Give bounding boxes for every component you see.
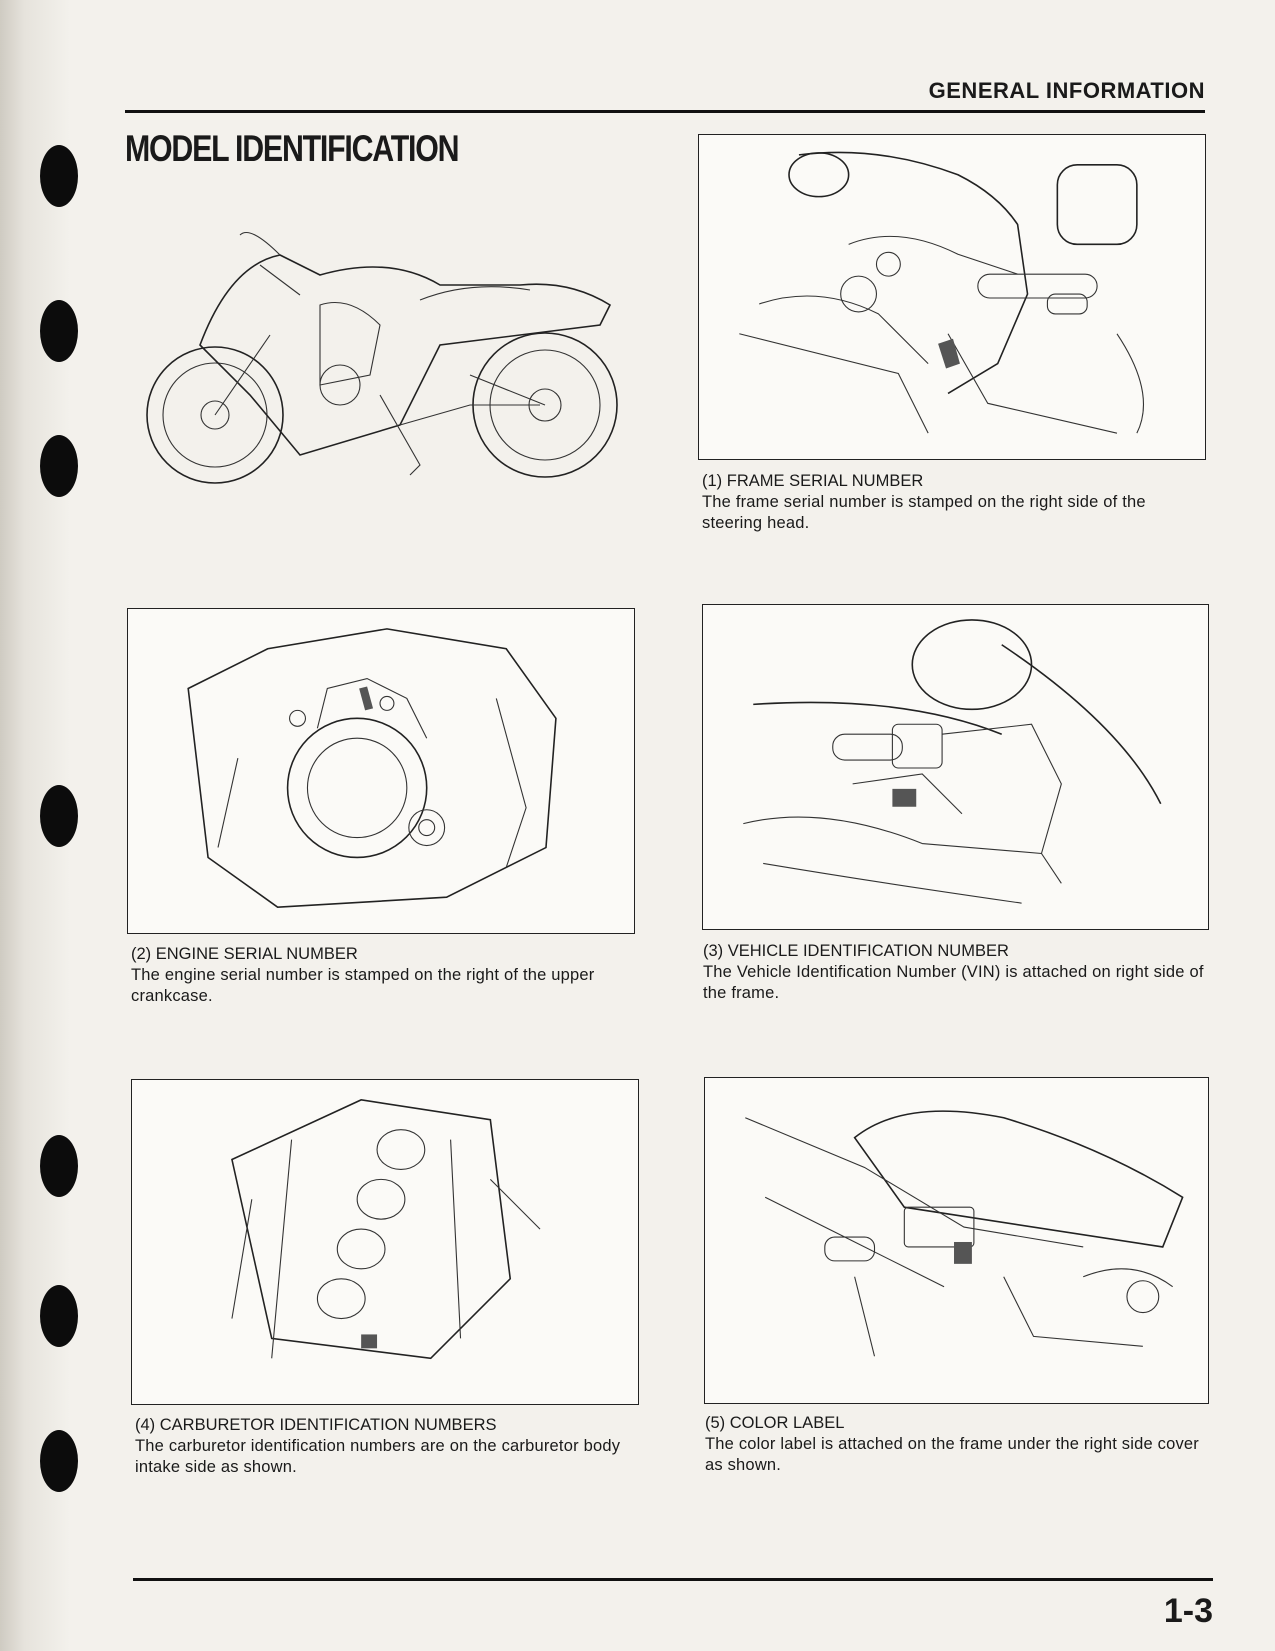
carburetor-caption: (4) CARBURETOR IDENTIFICATION NUMBERS Th… bbox=[135, 1415, 645, 1478]
binder-hole bbox=[40, 435, 78, 497]
figure-label: (5) COLOR LABEL bbox=[705, 1414, 845, 1432]
motorcycle-illustration bbox=[140, 225, 650, 515]
page-heading: MODEL IDENTIFICATION bbox=[125, 128, 460, 169]
engine-serial-caption: (2) ENGINE SERIAL NUMBER The engine seri… bbox=[131, 944, 641, 1007]
frame-serial-figure bbox=[698, 134, 1206, 460]
binder-hole bbox=[40, 1135, 78, 1197]
binder-hole bbox=[40, 1285, 78, 1347]
figure-description: The engine serial number is stamped on t… bbox=[131, 966, 595, 1005]
figure-description: The frame serial number is stamped on th… bbox=[702, 493, 1146, 532]
binder-hole bbox=[40, 785, 78, 847]
figure-description: The carburetor identification numbers ar… bbox=[135, 1437, 621, 1476]
figure-label: (4) CARBURETOR IDENTIFICATION NUMBERS bbox=[135, 1416, 497, 1434]
frame-serial-caption: (1) FRAME SERIAL NUMBER The frame serial… bbox=[702, 471, 1202, 534]
figure-description: The color label is attached on the frame… bbox=[705, 1435, 1200, 1474]
engine-serial-figure bbox=[127, 608, 635, 934]
carburetor-figure bbox=[131, 1079, 639, 1405]
figure-description: The Vehicle Identification Number (VIN) … bbox=[703, 963, 1204, 1002]
binder-hole bbox=[40, 300, 78, 362]
binder-hole bbox=[40, 145, 78, 207]
page-number: 1-3 bbox=[1163, 1592, 1213, 1630]
section-header: GENERAL INFORMATION bbox=[928, 78, 1205, 103]
color-label-caption: (5) COLOR LABEL The color label is attac… bbox=[705, 1413, 1213, 1476]
binder-hole bbox=[40, 1430, 78, 1492]
footer-rule bbox=[133, 1578, 1213, 1581]
color-label-figure bbox=[704, 1077, 1209, 1404]
vin-figure bbox=[702, 604, 1209, 930]
figure-label: (1) FRAME SERIAL NUMBER bbox=[702, 472, 924, 490]
figure-label: (3) VEHICLE IDENTIFICATION NUMBER bbox=[703, 942, 1009, 960]
header-rule bbox=[125, 110, 1205, 113]
figure-label: (2) ENGINE SERIAL NUMBER bbox=[131, 945, 358, 963]
vin-caption: (3) VEHICLE IDENTIFICATION NUMBER The Ve… bbox=[703, 941, 1211, 1004]
